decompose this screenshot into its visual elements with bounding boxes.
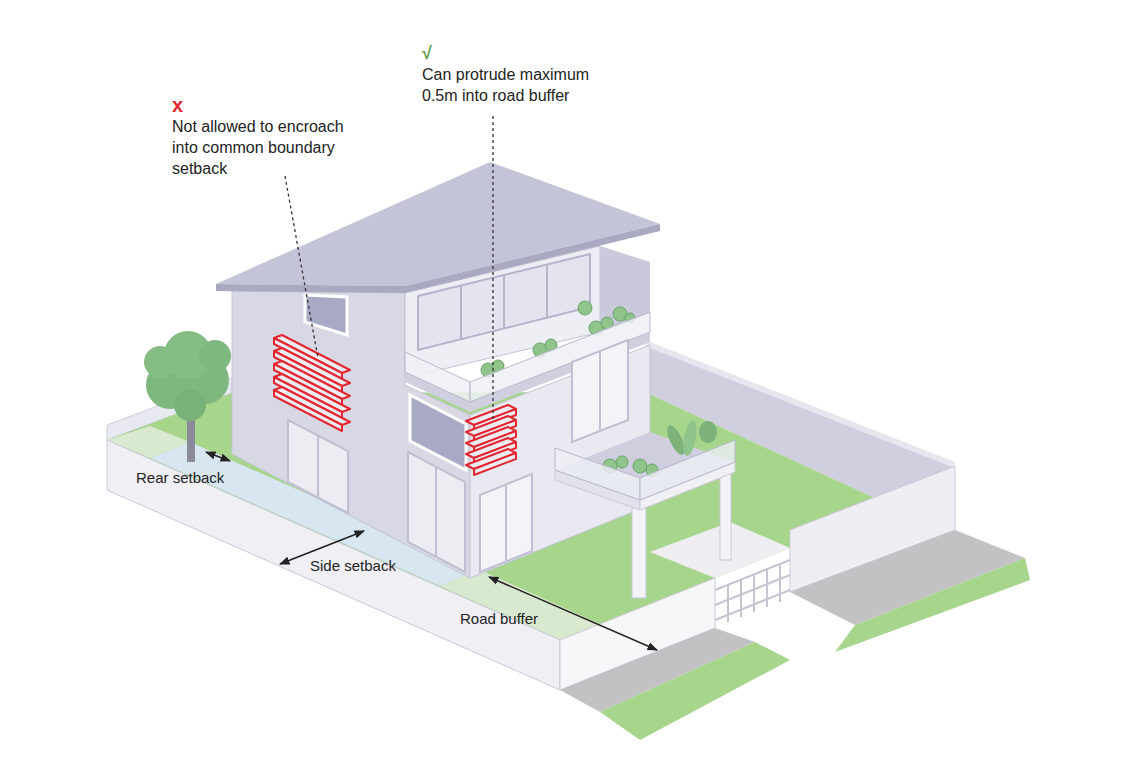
door-mullion	[599, 351, 601, 431]
dimension-label: Road buffer	[460, 609, 570, 629]
callout-note: Can protrude maximum 0.5m into road buff…	[422, 65, 622, 107]
door-mullion	[317, 435, 319, 497]
glass-door	[288, 420, 348, 513]
dimension-label: Rear setback	[136, 468, 246, 488]
louver	[274, 335, 350, 431]
leader-line	[492, 116, 493, 420]
porch	[555, 419, 735, 598]
verge	[600, 642, 790, 740]
dimension-label: Side setback	[310, 556, 420, 576]
glass-door	[408, 452, 465, 572]
door-mullion	[435, 467, 437, 557]
glass-door	[480, 474, 532, 572]
check-mark: √	[422, 42, 452, 65]
roof	[216, 162, 660, 286]
roof-edge	[216, 224, 660, 293]
cross-mark: x	[172, 92, 202, 118]
window	[305, 295, 347, 335]
louver	[466, 405, 516, 475]
glass-railing	[405, 352, 470, 402]
tree	[144, 331, 231, 462]
door-mullion	[505, 485, 507, 561]
verge	[835, 558, 1030, 652]
dimension-arrow	[206, 452, 230, 461]
callout-note: Not allowed to encroach into common boun…	[172, 117, 370, 179]
leader-line	[285, 176, 318, 358]
glass-door	[572, 340, 628, 442]
gate	[715, 560, 790, 622]
